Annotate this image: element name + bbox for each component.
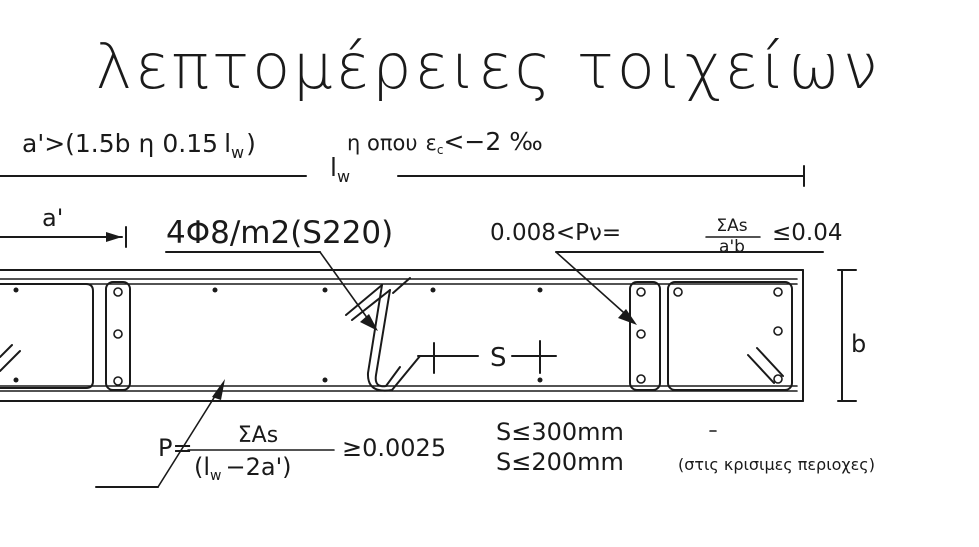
cross-tie-hook-3 (392, 277, 411, 294)
web-bar-dot (322, 377, 328, 383)
cross-tie-outer (366, 284, 421, 392)
rebar-circle (773, 326, 783, 336)
drawing-title: λεπτομέρειες τοιχείων (95, 30, 880, 103)
pv-denominator: a'b (719, 237, 745, 257)
web-bars (13, 287, 543, 383)
rebar-circle (636, 287, 646, 297)
stirrup-label: 4Φ8/m2(S220) (166, 215, 393, 251)
web-bar-dot (13, 287, 19, 293)
rebar-circle (773, 287, 783, 297)
p-denominator: (lw−2a') (194, 453, 292, 484)
cross-tie (374, 289, 401, 388)
left-hook-2 (0, 350, 21, 372)
left-boundary-bars (113, 287, 123, 386)
pv-leader-arrowhead (618, 309, 637, 325)
left-hook-1 (0, 344, 13, 358)
lw-dimension-label: lw (330, 153, 350, 186)
spacing-limit-general: S≤300mm (496, 418, 624, 446)
pv-condition-lower: 0.008<Pν= (490, 220, 621, 246)
right-boundary-tie (629, 281, 661, 391)
web-bar-dot (537, 287, 543, 293)
rebar-circle (673, 287, 683, 297)
pv-numerator: ΣAs (716, 216, 747, 236)
pv-leader-line (555, 251, 633, 321)
stirrup-leader-line (319, 251, 374, 327)
spacing-limit-critical-note: (στις κρισιμες περιοχες) (678, 455, 875, 474)
b-dimension-label: b (851, 330, 866, 358)
right-boundary-bars (636, 287, 783, 384)
web-bar-dot (322, 287, 328, 293)
left-boundary-tie (105, 281, 131, 391)
rebar-circle (636, 329, 646, 339)
rebar-circle (113, 287, 123, 297)
p-leader-line (157, 384, 223, 488)
right-hook-2 (747, 354, 775, 384)
web-bar-dot (537, 377, 543, 383)
cross-tie-hook-1 (345, 284, 383, 316)
left-boundary-stirrup (0, 283, 94, 389)
right-hook-1 (756, 347, 784, 377)
p-leader-arrowhead (212, 379, 225, 400)
rebar-circle (113, 376, 123, 386)
spacing-limit-critical: S≤200mm (496, 448, 624, 476)
cross-tie-hook-2 (351, 289, 391, 321)
a-prime-arrowhead (106, 232, 122, 242)
p-limit: ≥0.0025 (342, 434, 446, 462)
a-prime-label: a' (42, 204, 63, 232)
stirrup-leader-arrowhead (360, 314, 378, 331)
p-numerator: ΣAs (238, 423, 278, 448)
web-bar-dot (430, 287, 436, 293)
rebar-circle (773, 374, 783, 384)
rebar-circle (636, 374, 646, 384)
spacing-symbol: S (490, 343, 507, 373)
rebar-circle (113, 329, 123, 339)
pv-condition-upper: ≤0.04 (772, 220, 842, 246)
web-bar-dot (212, 287, 218, 293)
web-bar-dot (13, 377, 19, 383)
p-symbol: P= (158, 434, 193, 462)
right-boundary-stirrup (667, 281, 793, 391)
